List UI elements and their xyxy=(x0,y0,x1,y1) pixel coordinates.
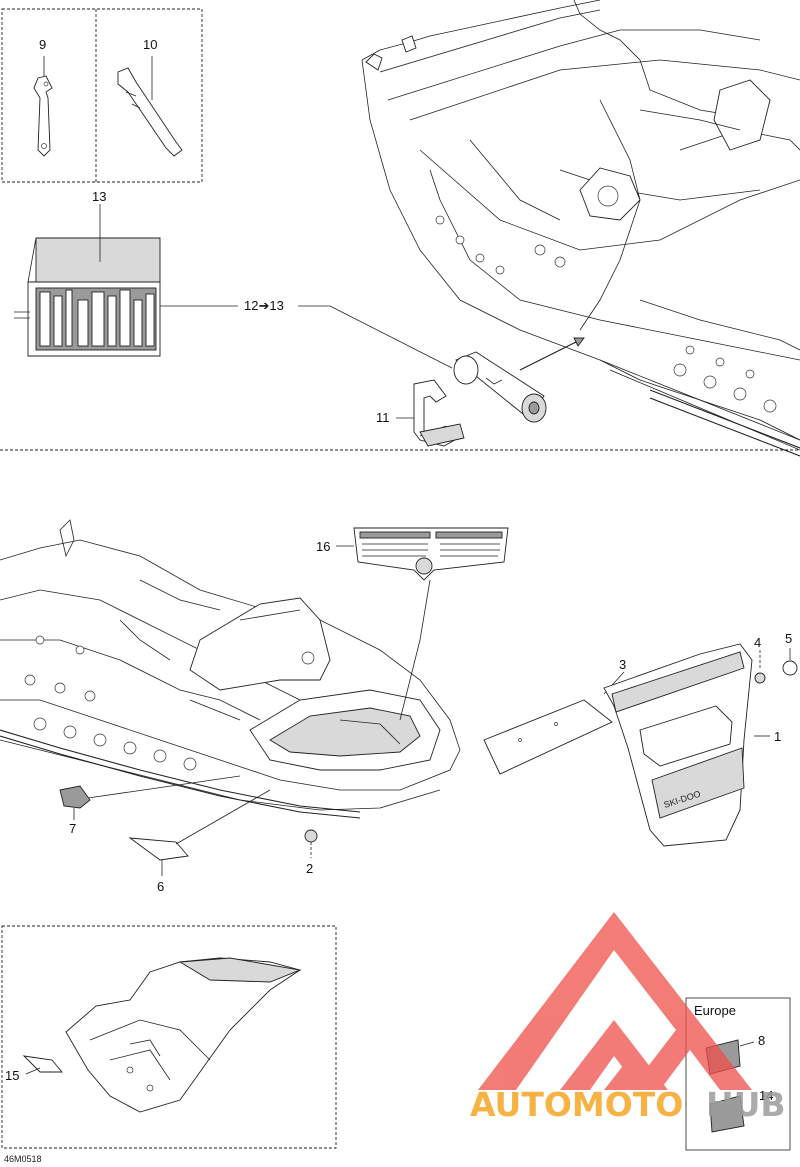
part-5-nut xyxy=(782,648,798,676)
part-9-bracket xyxy=(33,56,53,157)
chassis-frame-middle xyxy=(0,519,461,819)
callout-11: 11 xyxy=(376,410,390,425)
callout-14: 14 xyxy=(759,1088,773,1103)
part-2-nut xyxy=(304,829,318,858)
callout-12-13: 12➔13 xyxy=(244,298,284,313)
watermark-text-automoto: AUTOMOTO xyxy=(470,1085,683,1124)
part-14-reflector xyxy=(709,1095,745,1133)
callout-2: 2 xyxy=(306,861,313,876)
automotohub-watermark: AUTOMOTO HUB xyxy=(470,912,786,1124)
hood-inset-box xyxy=(1,925,337,1149)
europe-label: Europe xyxy=(694,1003,736,1018)
callout-8: 8 xyxy=(758,1033,765,1048)
callout-16: 16 xyxy=(316,539,330,554)
tool-tube xyxy=(453,351,547,423)
callout-4: 4 xyxy=(754,635,761,650)
part-7-reflector xyxy=(59,775,241,820)
callout-9: 9 xyxy=(39,37,46,52)
callout-7: 7 xyxy=(69,821,76,836)
part-15-belly-pan xyxy=(65,957,302,1113)
watermark-logo-icon xyxy=(478,912,752,1090)
part-15-reflector xyxy=(22,1055,63,1075)
part-6-reflector xyxy=(128,789,271,876)
chassis-frame-top xyxy=(361,0,800,457)
callout-15: 15 xyxy=(5,1068,19,1083)
figure-code: 46M0518 xyxy=(4,1154,42,1164)
part-16-warning-label xyxy=(336,527,509,721)
callout-1: 1 xyxy=(774,729,781,744)
callout-10: 10 xyxy=(143,37,157,52)
part-11-bracket xyxy=(396,379,465,447)
callout-3: 3 xyxy=(619,657,626,672)
part-1-snow-flap: SKI-DOO xyxy=(603,643,770,847)
part-4-washer xyxy=(754,650,766,684)
callout-6: 6 xyxy=(157,879,164,894)
callout-labels: 9 10 13 12➔13 11 16 3 4 5 1 7 2 6 15 8 1… xyxy=(4,37,792,1164)
callout-13: 13 xyxy=(92,189,106,204)
part-10-lever xyxy=(117,56,183,157)
tool-kit-icon xyxy=(35,287,157,351)
watermark-text-hub: HUB xyxy=(706,1085,786,1124)
tool-kit-13 xyxy=(14,204,453,369)
part-3-backing-plate xyxy=(483,671,625,775)
callout-5: 5 xyxy=(785,631,792,646)
tools-inset-box xyxy=(1,8,203,183)
